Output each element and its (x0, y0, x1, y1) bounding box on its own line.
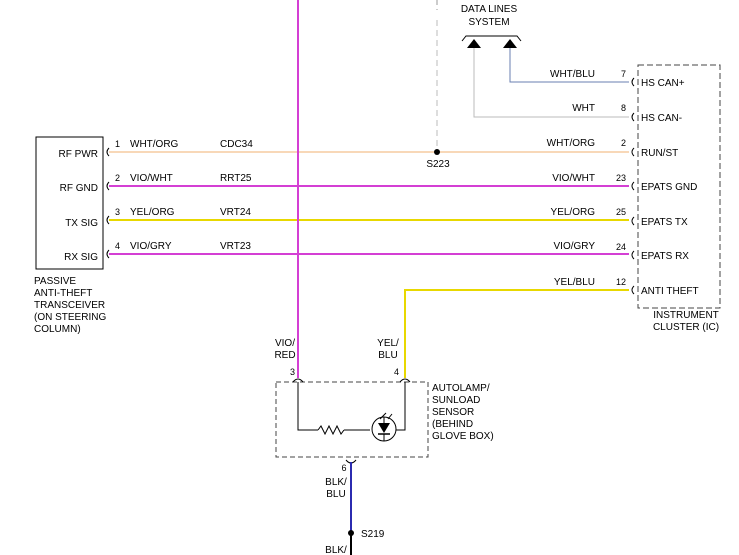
s223-label: S223 (426, 159, 450, 170)
data-lines-label-1: DATA LINES (461, 4, 518, 15)
tx-pin-num-3: 3 (115, 207, 120, 217)
transceiver-name-2: ANTI-THEFT (34, 288, 92, 299)
tx-sig-color-left: YEL/ORG (130, 207, 175, 218)
anti-theft-color: YEL/BLU (554, 277, 595, 288)
hs-can-plus-color: WHT/BLU (550, 69, 595, 80)
ic-pin-num-23: 23 (616, 173, 626, 183)
sensor-pin-3-connector-icon (292, 378, 304, 383)
transceiver-name-5: COLUMN) (34, 324, 81, 335)
rf-gnd-color-right: VIO/WHT (552, 173, 595, 184)
ic-name-2: CLUSTER (IC) (653, 322, 719, 333)
transceiver-pin-numbers: 1 2 3 4 (115, 139, 120, 251)
sensor-name-3: SENSOR (432, 407, 474, 418)
photodiode-triangle (378, 423, 390, 433)
data-lines-label-2: SYSTEM (468, 17, 509, 28)
ic-pin-label-anti-theft: ANTI THEFT (641, 286, 699, 297)
rf-pwr-circuit: CDC34 (220, 139, 253, 150)
hs-can-plus-wire (509, 48, 629, 83)
transceiver-module: RF PWR RF GND TX SIG RX SIG PASSIVE ANTI… (34, 136, 106, 335)
wire-labels: WHT/ORG CDC34 WHT/ORG VIO/WHT RRT25 VIO/… (130, 138, 595, 288)
ic-pin-num-2: 2 (621, 138, 626, 148)
data-lines-bracket (461, 35, 522, 42)
ic-pin-num-8: 8 (621, 103, 626, 113)
transceiver-pin-label-tx-sig: TX SIG (65, 218, 98, 229)
tx-sig-circuit: VRT24 (220, 207, 251, 218)
light-arrow-2 (387, 413, 393, 420)
ic-pin-num-7: 7 (621, 69, 626, 79)
vio-red-label-1: VIO/ (275, 338, 295, 349)
sensor-name-4: (BEHIND (432, 419, 473, 430)
hs-can-minus-color: WHT (572, 103, 595, 114)
s223-splice-dot (434, 149, 440, 155)
ic-pin-label-hs-can-plus: HS CAN+ (641, 78, 685, 89)
resistor-icon (317, 424, 345, 436)
instrument-cluster-module: HS CAN+ HS CAN- RUN/ST EPATS GND EPATS T… (637, 64, 721, 333)
s219-label: S219 (361, 529, 385, 540)
sensor-internal-wire-3 (396, 382, 406, 431)
transceiver-name-3: TRANSCEIVER (34, 300, 105, 311)
light-arrow-1 (379, 412, 387, 420)
rx-sig-color-left: VIO/GRY (130, 241, 172, 252)
rf-pwr-color-right: WHT/ORG (547, 138, 596, 149)
rf-gnd-circuit: RRT25 (220, 173, 252, 184)
blk-blu-label-2: BLU (326, 489, 345, 500)
ic-name-1: INSTRUMENT (653, 310, 719, 321)
ic-pin-label-epats-gnd: EPATS GND (641, 182, 697, 193)
ic-pin-numbers: 7 8 2 23 25 24 12 (616, 69, 626, 287)
yel-blu-label-1: YEL/ (377, 338, 399, 349)
rx-sig-circuit: VRT23 (220, 241, 251, 252)
tx-pin-num-2: 2 (115, 173, 120, 183)
sensor-pin-6: 6 (341, 463, 346, 473)
ic-pin-num-24: 24 (616, 242, 626, 252)
sensor-name-1: AUTOLAMP/ (432, 383, 490, 394)
sensor-name-5: GLOVE BOX) (432, 431, 494, 442)
yel-blu-label-2: BLU (378, 350, 397, 361)
transceiver-box (35, 136, 104, 270)
can-plus-arrow-icon (503, 39, 517, 48)
transceiver-name-4: (ON STEERING (34, 312, 106, 323)
sensor-name-2: SUNLOAD (432, 395, 480, 406)
ic-pin-num-25: 25 (616, 207, 626, 217)
hs-can-minus-wire (473, 48, 629, 118)
transceiver-name-1: PASSIVE (34, 276, 76, 287)
ic-connector-icons (631, 77, 635, 295)
transceiver-connector-icons (106, 147, 110, 259)
ic-pin-label-epats-tx: EPATS TX (641, 217, 688, 228)
tx-sig-color-right: YEL/ORG (551, 207, 596, 218)
ic-pin-label-hs-can-minus: HS CAN- (641, 113, 682, 124)
ic-pin-label-run-st: RUN/ST (641, 148, 678, 159)
tx-pin-num-1: 1 (115, 139, 120, 149)
transceiver-pin-label-rx-sig: RX SIG (64, 252, 98, 263)
bottom-partial-label: BLK/ (325, 545, 347, 555)
sensor-pin-3: 3 (290, 367, 295, 377)
blk-blu-label-1: BLK/ (325, 477, 347, 488)
rf-pwr-color-left: WHT/ORG (130, 139, 179, 150)
ic-pin-label-epats-rx: EPATS RX (641, 251, 689, 262)
sensor-pin-4: 4 (394, 367, 399, 377)
instrument-cluster-box (637, 64, 721, 309)
transceiver-pin-label-rf-gnd: RF GND (60, 183, 98, 194)
can-minus-arrow-icon (467, 39, 481, 48)
vio-red-label-2: RED (274, 350, 295, 361)
ic-pin-num-12: 12 (616, 277, 626, 287)
autolamp-sensor-module: 3 4 AUTOLAMP/ SUNLOAD SENSOR (BEHIND GLO… (275, 367, 494, 464)
data-lines-system: DATA LINES SYSTEM (436, 0, 522, 48)
rf-gnd-color-left: VIO/WHT (130, 173, 173, 184)
tx-pin-num-4: 4 (115, 241, 120, 251)
transceiver-pin-label-rf-pwr: RF PWR (59, 149, 98, 160)
sensor-internal-wire (297, 382, 318, 431)
sensor-pin-4-connector-icon (399, 378, 411, 383)
sensor-box (275, 381, 429, 458)
rx-sig-color-right: VIO/GRY (554, 241, 596, 252)
yel-blu-wire (404, 289, 629, 378)
